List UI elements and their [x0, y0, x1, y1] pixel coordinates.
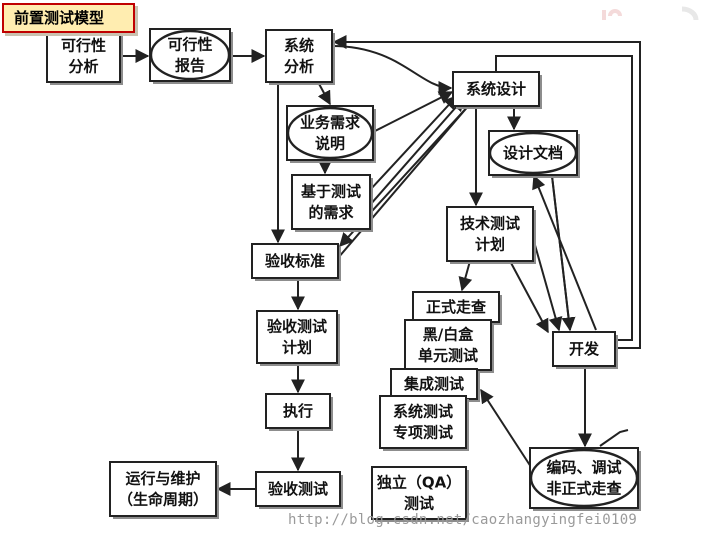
- node-label-line: 验收测试: [267, 318, 327, 336]
- node-label-line: （生命周期）: [118, 491, 208, 509]
- node-ellipse-outline: [149, 29, 231, 81]
- node-development: 开发: [552, 331, 618, 369]
- node-box: [291, 174, 371, 230]
- node-label-line: 执行: [283, 402, 313, 420]
- node-box: [390, 368, 478, 400]
- node-ellipse-outline: [529, 448, 639, 508]
- node-label-line: 技术测试: [460, 215, 520, 233]
- node-box: [412, 291, 500, 323]
- node-label-line: 可行性: [61, 37, 106, 55]
- edge-arrow: [495, 55, 633, 341]
- node-box: [446, 206, 534, 262]
- node-label-line: 计划: [282, 339, 312, 357]
- node-label-line: 基于测试: [300, 183, 361, 201]
- node-label-line: 可行性: [167, 36, 212, 54]
- node-label-line: 专项测试: [393, 424, 453, 442]
- node-execute: 执行: [265, 393, 333, 431]
- node-label-line: 验收测试: [268, 480, 328, 498]
- edge-arrow: [332, 35, 641, 349]
- edge-arrow: [551, 175, 576, 332]
- node-box: [109, 461, 217, 517]
- node-box: [265, 29, 333, 83]
- node-operation-maintenance: 运行与维护 （生命周期）: [109, 461, 219, 519]
- node-label-line: 单元测试: [418, 347, 478, 365]
- page-title: 前置测试模型: [2, 3, 135, 33]
- node-label-line: 非正式走查: [546, 480, 622, 498]
- node-system-design: 系统设计: [452, 71, 542, 109]
- node-label-line: 独立（QA）: [377, 474, 461, 492]
- node-label-line: 系统设计: [466, 80, 526, 98]
- node-box: [265, 393, 331, 429]
- node-label-line: 分析: [284, 58, 314, 76]
- node-box: [251, 243, 339, 279]
- node-formal-review: 正式走查: [412, 291, 502, 325]
- node-independent-qa-test: 独立（QA） 测试: [371, 466, 469, 522]
- node-label-line: 黑/白盒: [423, 326, 474, 344]
- node-label-line: 计划: [475, 236, 505, 254]
- node-design-document: 设计文档: [488, 130, 580, 178]
- watermark-text: http://blog.csdn.net/caozhangyingfei0109: [288, 512, 638, 528]
- node-label-line: 报告: [175, 57, 205, 75]
- node-label-line: 运行与维护: [125, 470, 200, 488]
- node-ellipse-outline: [286, 106, 374, 160]
- node-label-line: 的需求: [308, 204, 354, 222]
- node-acceptance-test: 验收测试: [255, 471, 343, 509]
- node-box: [452, 71, 540, 107]
- edge-arrow: [599, 429, 629, 447]
- edge-arrow: [369, 94, 458, 191]
- node-acceptance-criteria: 验收标准: [251, 243, 341, 281]
- node-box: [371, 466, 467, 520]
- node-integration-test: 集成测试: [390, 368, 480, 402]
- edge-arrow: [509, 260, 549, 334]
- node-box: [255, 471, 341, 507]
- edge-arrow: [331, 45, 453, 95]
- edge-arrow: [480, 388, 534, 471]
- node-label-line: 系统: [284, 37, 314, 55]
- node-label-line: 集成测试: [403, 375, 464, 393]
- node-box: [552, 331, 616, 367]
- edge-arrow: [458, 260, 473, 292]
- node-label-line: 说明: [315, 135, 345, 153]
- faint-decoration-icon: [602, 6, 699, 21]
- edge-arrow: [532, 237, 563, 332]
- node-label-line: 开发: [569, 340, 600, 358]
- node-label-line: 设计文档: [503, 144, 563, 162]
- nodes-layer: 可行性分析可行性报告系统分析系统设计业务需求说明设计文档基于测试的需求技术测试计…: [46, 28, 641, 522]
- node-box: [379, 395, 467, 449]
- edge-arrow: [372, 91, 454, 133]
- node-label-line: 验收标准: [265, 252, 325, 270]
- node-label-line: 正式走查: [426, 298, 487, 316]
- node-label-line: 业务需求: [300, 114, 361, 132]
- node-label-line: 编码、调试: [546, 459, 621, 477]
- node-box: [529, 447, 639, 509]
- node-label-line: 测试: [404, 495, 434, 513]
- node-ellipse-outline: [488, 131, 578, 175]
- node-box: [404, 319, 492, 371]
- node-label-line: 系统测试: [393, 403, 453, 421]
- edge-arrow: [317, 81, 331, 106]
- node-box: [256, 310, 338, 364]
- node-label-line: 分析: [68, 58, 98, 76]
- edge-arrow: [532, 174, 597, 331]
- edge-arrow: [337, 103, 471, 259]
